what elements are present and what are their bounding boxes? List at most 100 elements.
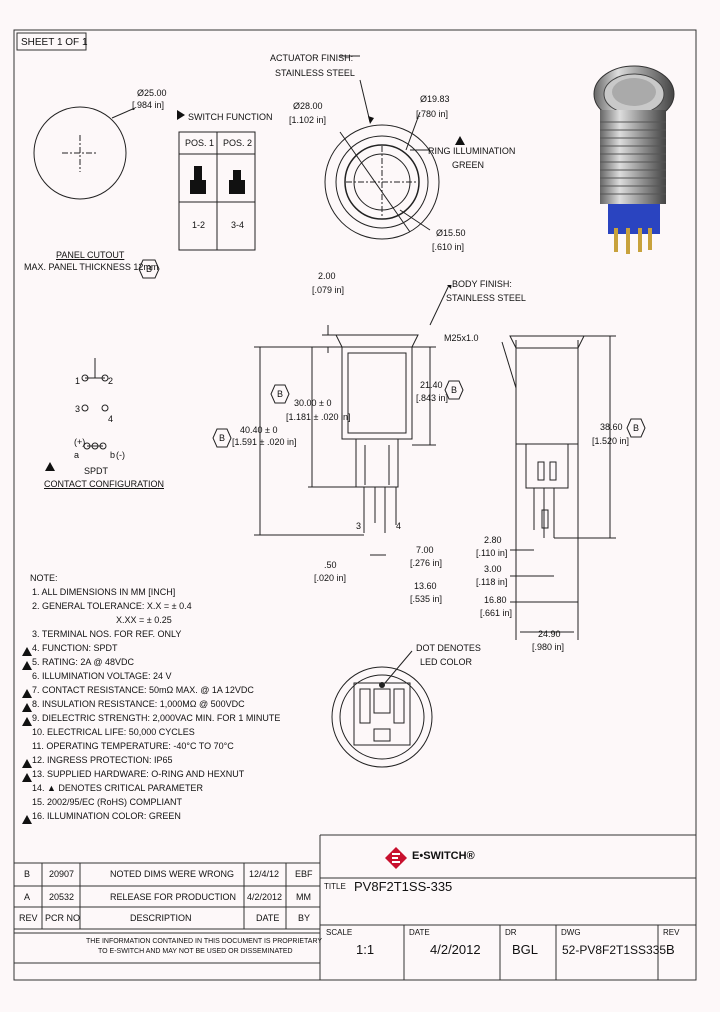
switch-pos1: POS. 1 [185, 138, 215, 148]
critical-triangle-icon [22, 647, 32, 656]
dim-21-40-in: [.843 in] [416, 393, 449, 403]
pin-3-label: 3 [356, 521, 362, 531]
dim-16-80-in: [.661 in] [480, 608, 513, 618]
dim-3-00-in: [.118 in] [476, 577, 508, 587]
contact-2: 2 [108, 376, 114, 386]
dim-2-00: 2.00 [318, 271, 336, 281]
actuator-finish-2: STAINLESS STEEL [275, 68, 355, 78]
critical-triangle-icon [22, 661, 32, 670]
rev-row-a-date: 4/2/2012 [247, 892, 283, 902]
critical-triangle-icon [45, 462, 55, 471]
note-item: 12. INGRESS PROTECTION: IP65 [32, 755, 173, 765]
contact-3: 3 [75, 404, 81, 414]
critical-triangle-icon [22, 717, 32, 726]
note-item: 10. ELECTRICAL LIFE: 50,000 CYCLES [32, 727, 195, 737]
critical-triangle-icon [22, 773, 32, 782]
rev-b-flag-label: B [451, 385, 458, 395]
rev-b-flag-icon [444, 380, 464, 400]
note-item: 5. RATING: 2A @ 48VDC [32, 657, 135, 667]
switch-function-title: SWITCH FUNCTION [188, 112, 273, 122]
contact-1: 1 [75, 376, 81, 386]
dim-2-80: 2.80 [484, 535, 502, 545]
rev-row-a-rev: A [24, 892, 31, 902]
critical-triangle-icon [22, 703, 32, 712]
dot-denotes-1: DOT DENOTES [416, 643, 481, 653]
product-photo-image [593, 65, 675, 254]
note-item: 13. SUPPLIED HARDWARE: O-RING AND HEXNUT [32, 769, 245, 779]
rev-header-date: DATE [256, 913, 280, 923]
ring-illum-2: GREEN [452, 160, 485, 170]
dim-16-80: 16.80 [484, 595, 507, 605]
thread-spec: M25x1.0 [444, 333, 479, 343]
rev-row-a-pcr: 20532 [49, 892, 75, 902]
dim-21-40: 21.40 [420, 380, 443, 390]
dim-13-60-in: [.535 in] [410, 594, 443, 604]
note-item: 15. 2002/95/EC (RoHS) COMPLIANT [32, 797, 183, 807]
contact-caption: CONTACT CONFIGURATION [44, 479, 164, 489]
notes-title: NOTE: [30, 573, 58, 583]
drawn-by-label: DR [505, 928, 517, 937]
ring-illum-1: RING ILLUMINATION [428, 146, 516, 156]
panel-dia-mm: Ø25.00 [137, 88, 167, 98]
body-finish-2: STAINLESS STEEL [446, 293, 526, 303]
rev-row-b-date: 12/4/12 [249, 869, 280, 879]
dia28-in: [1.102 in] [289, 115, 327, 125]
note-item: 2. GENERAL TOLERANCE: X.X = ± 0.4 [32, 601, 192, 611]
side-view-2-drawing [501, 335, 616, 640]
contact-config-drawing [81, 358, 109, 450]
actuator-finish-1: ACTUATOR FINISH: [270, 53, 354, 63]
drawn-by-value: BGL [512, 942, 539, 957]
dia28-mm: Ø28.00 [293, 101, 323, 111]
dim-3-00: 3.00 [484, 564, 502, 574]
critical-triangle-icon [22, 815, 32, 824]
note-item: 7. CONTACT RESISTANCE: 50mΩ MAX. @ 1A 12… [32, 685, 254, 695]
panel-dia-in: [.984 in] [132, 100, 165, 110]
note-item: 4. FUNCTION: SPDT [32, 643, 118, 653]
note-item: 14. ▲ DENOTES CRITICAL PARAMETER [32, 783, 203, 793]
dim-24-90-in: [.980 in] [532, 642, 565, 652]
rev-b-flag-label: B [633, 423, 640, 433]
contact-a: a [74, 450, 80, 460]
critical-triangle-icon [22, 759, 32, 768]
dim-0-50: .50 [324, 560, 337, 570]
note-item: 6. ILLUMINATION VOLTAGE: 24 V [32, 671, 172, 681]
rev-row-b-pcr: 20907 [49, 869, 75, 879]
dot-denotes-2: LED COLOR [420, 657, 473, 667]
rev-row-b-rev: B [24, 869, 31, 879]
dim-24-90: 24.90 [538, 629, 561, 639]
rev-label: REV [663, 928, 680, 937]
rev-row-a-desc: RELEASE FOR PRODUCTION [110, 892, 237, 902]
rev-row-b-by: EBF [295, 869, 313, 879]
rev-b-flag-icon [212, 428, 232, 448]
switch-cell1: 1-2 [192, 220, 206, 230]
panel-caption: PANEL CUTOUT [56, 250, 125, 260]
dim-7-00-in: [.276 in] [410, 558, 443, 568]
pin-4-label: 4 [396, 521, 402, 531]
confidential-line-1: THE INFORMATION CONTAINED IN THIS DOCUME… [86, 938, 323, 945]
rev-row-a-by: MM [296, 892, 311, 902]
rev-header-by: BY [298, 913, 311, 923]
rev-row-b-desc: NOTED DIMS WERE WRONG [110, 869, 234, 879]
rev-b-flag-icon [138, 259, 160, 279]
side-view-drawing [254, 285, 452, 556]
contact-4: 4 [108, 414, 114, 424]
dim-30-00-in: [1.181 ± .020 in] [286, 412, 351, 422]
dim-38-60-in: [1.520 in] [592, 436, 630, 446]
switch-pos2: POS. 2 [223, 138, 253, 148]
dim-2-00-in: [.079 in] [312, 285, 345, 295]
note-item: 8. INSULATION RESISTANCE: 1,000MΩ @ 500V… [32, 699, 245, 709]
e-switch-logo-icon [385, 847, 407, 869]
date-value: 4/2/2012 [430, 942, 481, 957]
critical-triangle-icon [22, 689, 32, 698]
dim-38-60: 38.60 [600, 422, 623, 432]
note-item: 1. ALL DIMENSIONS IN MM [INCH] [32, 587, 176, 597]
rev-value: B [666, 942, 675, 957]
note-item: 3. TERMINAL NOS. FOR REF. ONLY [32, 629, 182, 639]
contact-plus: (+) [74, 437, 86, 447]
confidential-line-2: TO E-SWITCH AND MAY NOT BE USED OR DISSE… [98, 948, 293, 955]
dim-30-00: 30.00 ± 0 [294, 398, 332, 408]
switch-cell2: 3-4 [231, 220, 245, 230]
rev-header-rev: REV [19, 913, 38, 923]
